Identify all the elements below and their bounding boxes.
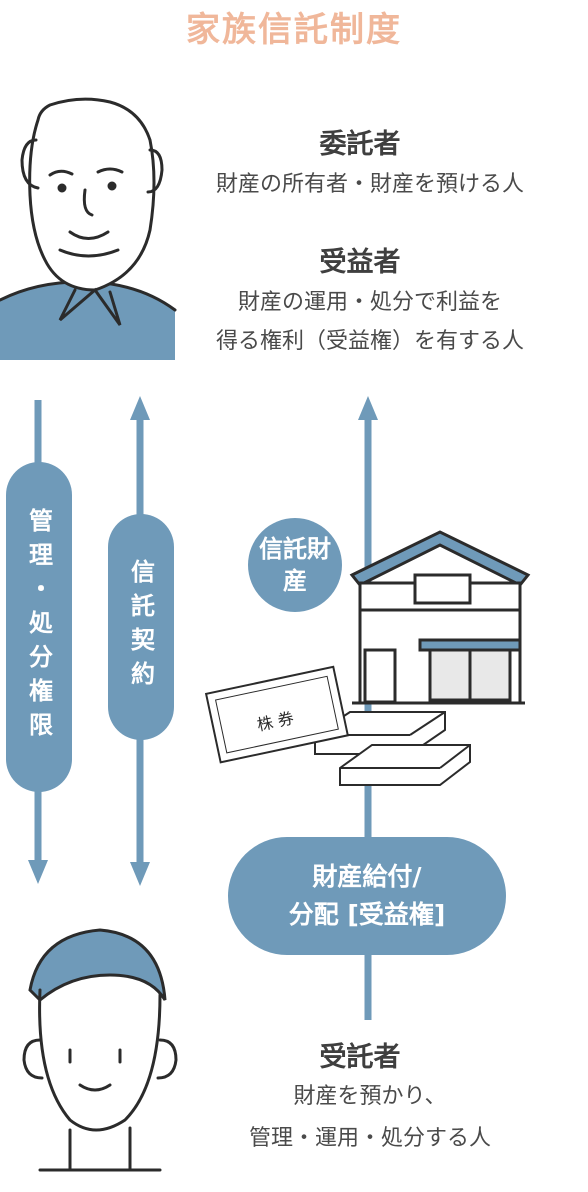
beneficiary-title: 受益者 (319, 247, 401, 278)
settlor-description: 財産の所有者・財産を預ける人 (215, 172, 524, 197)
trustee-title: 受託者 (319, 1042, 401, 1073)
cash-stack-illustration (314, 711, 471, 786)
house-illustration (349, 530, 531, 705)
stock-certificate-illustration (204, 665, 349, 764)
beneficiary-description-line1: 財産の運用・処分で利益を (237, 290, 502, 315)
page-title: 家族信託制度 (186, 10, 402, 50)
trust-contract-label: 信託契約 (108, 514, 174, 740)
elderly-man-illustration (0, 97, 177, 360)
management-authority-label: 管理・処分権限 (6, 462, 72, 792)
trust-property-label: 信託財産 (248, 518, 342, 612)
trustee-description-line1: 財産を預かり、 (293, 1084, 447, 1109)
trustee-description-line2: 管理・運用・処分する人 (248, 1126, 491, 1151)
beneficiary-description-line2: 得る権利（受益権）を有する人 (215, 329, 524, 354)
distribution-label: 財産給付/ 分配 [受益権] (228, 837, 506, 955)
young-man-illustration (22, 928, 178, 1172)
settlor-title: 委託者 (319, 129, 401, 160)
